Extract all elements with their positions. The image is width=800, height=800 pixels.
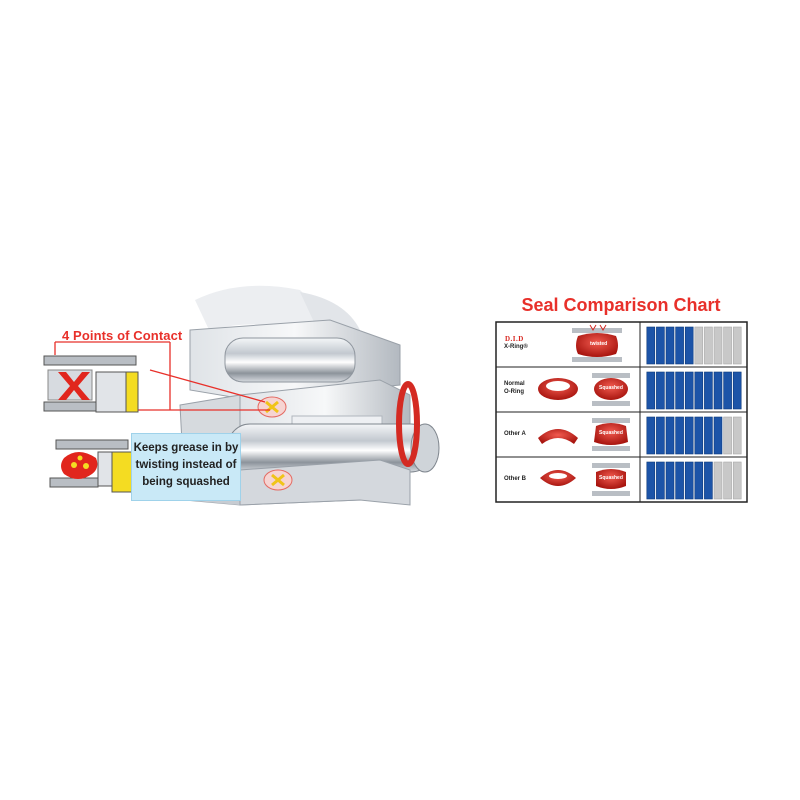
durability-bar-row3-4 xyxy=(675,416,684,455)
durability-bar-row2-5 xyxy=(684,371,694,410)
grease-callout-box: Keeps grease in by twisting instead of b… xyxy=(131,433,241,501)
durability-bar-row2-6 xyxy=(694,371,704,410)
durability-bar-row1-10 xyxy=(732,326,742,365)
row-xring-illustration xyxy=(572,324,622,362)
durability-bar-row3-8 xyxy=(713,416,723,455)
grease-callout-line-1: Keeps grease in by xyxy=(133,442,239,454)
durability-bar-row1-2 xyxy=(656,326,665,365)
twisted-seal-diagram xyxy=(49,439,135,493)
durability-bar-row1-9 xyxy=(723,326,732,365)
durability-bar-row3-2 xyxy=(656,416,665,455)
durability-bar-row1-4 xyxy=(675,326,684,365)
durability-bar-row3-1 xyxy=(646,416,656,455)
durability-bar-row3-7 xyxy=(704,416,713,455)
durability-bar-row4-4 xyxy=(675,461,684,500)
twisted-seal-cross-section-icon xyxy=(61,452,98,479)
durability-bar-row4-2 xyxy=(656,461,665,500)
row-oring-illustration xyxy=(538,373,630,406)
x-ring-seal-diagram xyxy=(43,355,139,413)
durability-bar-row1-1 xyxy=(646,326,656,365)
durability-bar-row2-9 xyxy=(723,371,732,410)
durability-bar-row2-4 xyxy=(675,371,684,410)
durability-bar-row1-8 xyxy=(713,326,723,365)
row-other-b-illustration xyxy=(540,463,630,496)
durability-bar-row4-5 xyxy=(684,461,694,500)
durability-bars xyxy=(646,326,742,500)
durability-bar-row2-3 xyxy=(665,371,675,410)
did-brand-logo: D.I.D xyxy=(505,335,524,343)
row-label-oring-2: O-Ring xyxy=(504,389,524,395)
row-other-a-illustration xyxy=(538,418,630,451)
durability-bar-row4-9 xyxy=(723,461,732,500)
durability-bar-row2-8 xyxy=(713,371,723,410)
durability-bar-row3-6 xyxy=(694,416,704,455)
grease-callout-line-3: being squashed xyxy=(142,476,230,488)
durability-bar-row2-1 xyxy=(646,371,656,410)
durability-bar-row3-9 xyxy=(723,416,732,455)
row-label-other-a: Other A xyxy=(504,431,526,437)
x-ring-cross-section-icon xyxy=(58,372,90,400)
durability-bar-row4-8 xyxy=(713,461,723,500)
durability-bar-row4-3 xyxy=(665,461,675,500)
row-tag-oring: Squashed xyxy=(599,385,623,391)
durability-bar-row4-6 xyxy=(694,461,704,500)
row-label-oring-1: Normal xyxy=(504,381,525,387)
durability-bar-row4-7 xyxy=(704,461,713,500)
row-label-xring: X-Ring® xyxy=(504,344,528,350)
durability-bar-row1-6 xyxy=(694,326,704,365)
durability-bar-row2-7 xyxy=(704,371,713,410)
durability-bar-row1-7 xyxy=(704,326,713,365)
durability-bar-row3-3 xyxy=(665,416,675,455)
durability-bar-row2-10 xyxy=(732,371,742,410)
durability-bar-row3-10 xyxy=(732,416,742,455)
row-tag-other-b: Squashed xyxy=(599,475,623,481)
durability-bar-row3-5 xyxy=(684,416,694,455)
durability-bar-row2-2 xyxy=(656,371,665,410)
row-tag-xring: twisted xyxy=(590,341,608,347)
chart-title: Seal Comparison Chart xyxy=(521,295,721,315)
durability-bar-row1-3 xyxy=(665,326,675,365)
durability-bar-row1-5 xyxy=(684,326,694,365)
durability-bar-row4-10 xyxy=(732,461,742,500)
durability-bar-row4-1 xyxy=(646,461,656,500)
grease-callout-line-2: twisting instead of xyxy=(135,459,237,471)
points-of-contact-label: 4 Points of Contact xyxy=(62,328,183,343)
row-label-other-b: Other B xyxy=(504,476,527,482)
seal-comparison-chart xyxy=(495,321,748,503)
row-tag-other-a: Squashed xyxy=(599,430,623,436)
